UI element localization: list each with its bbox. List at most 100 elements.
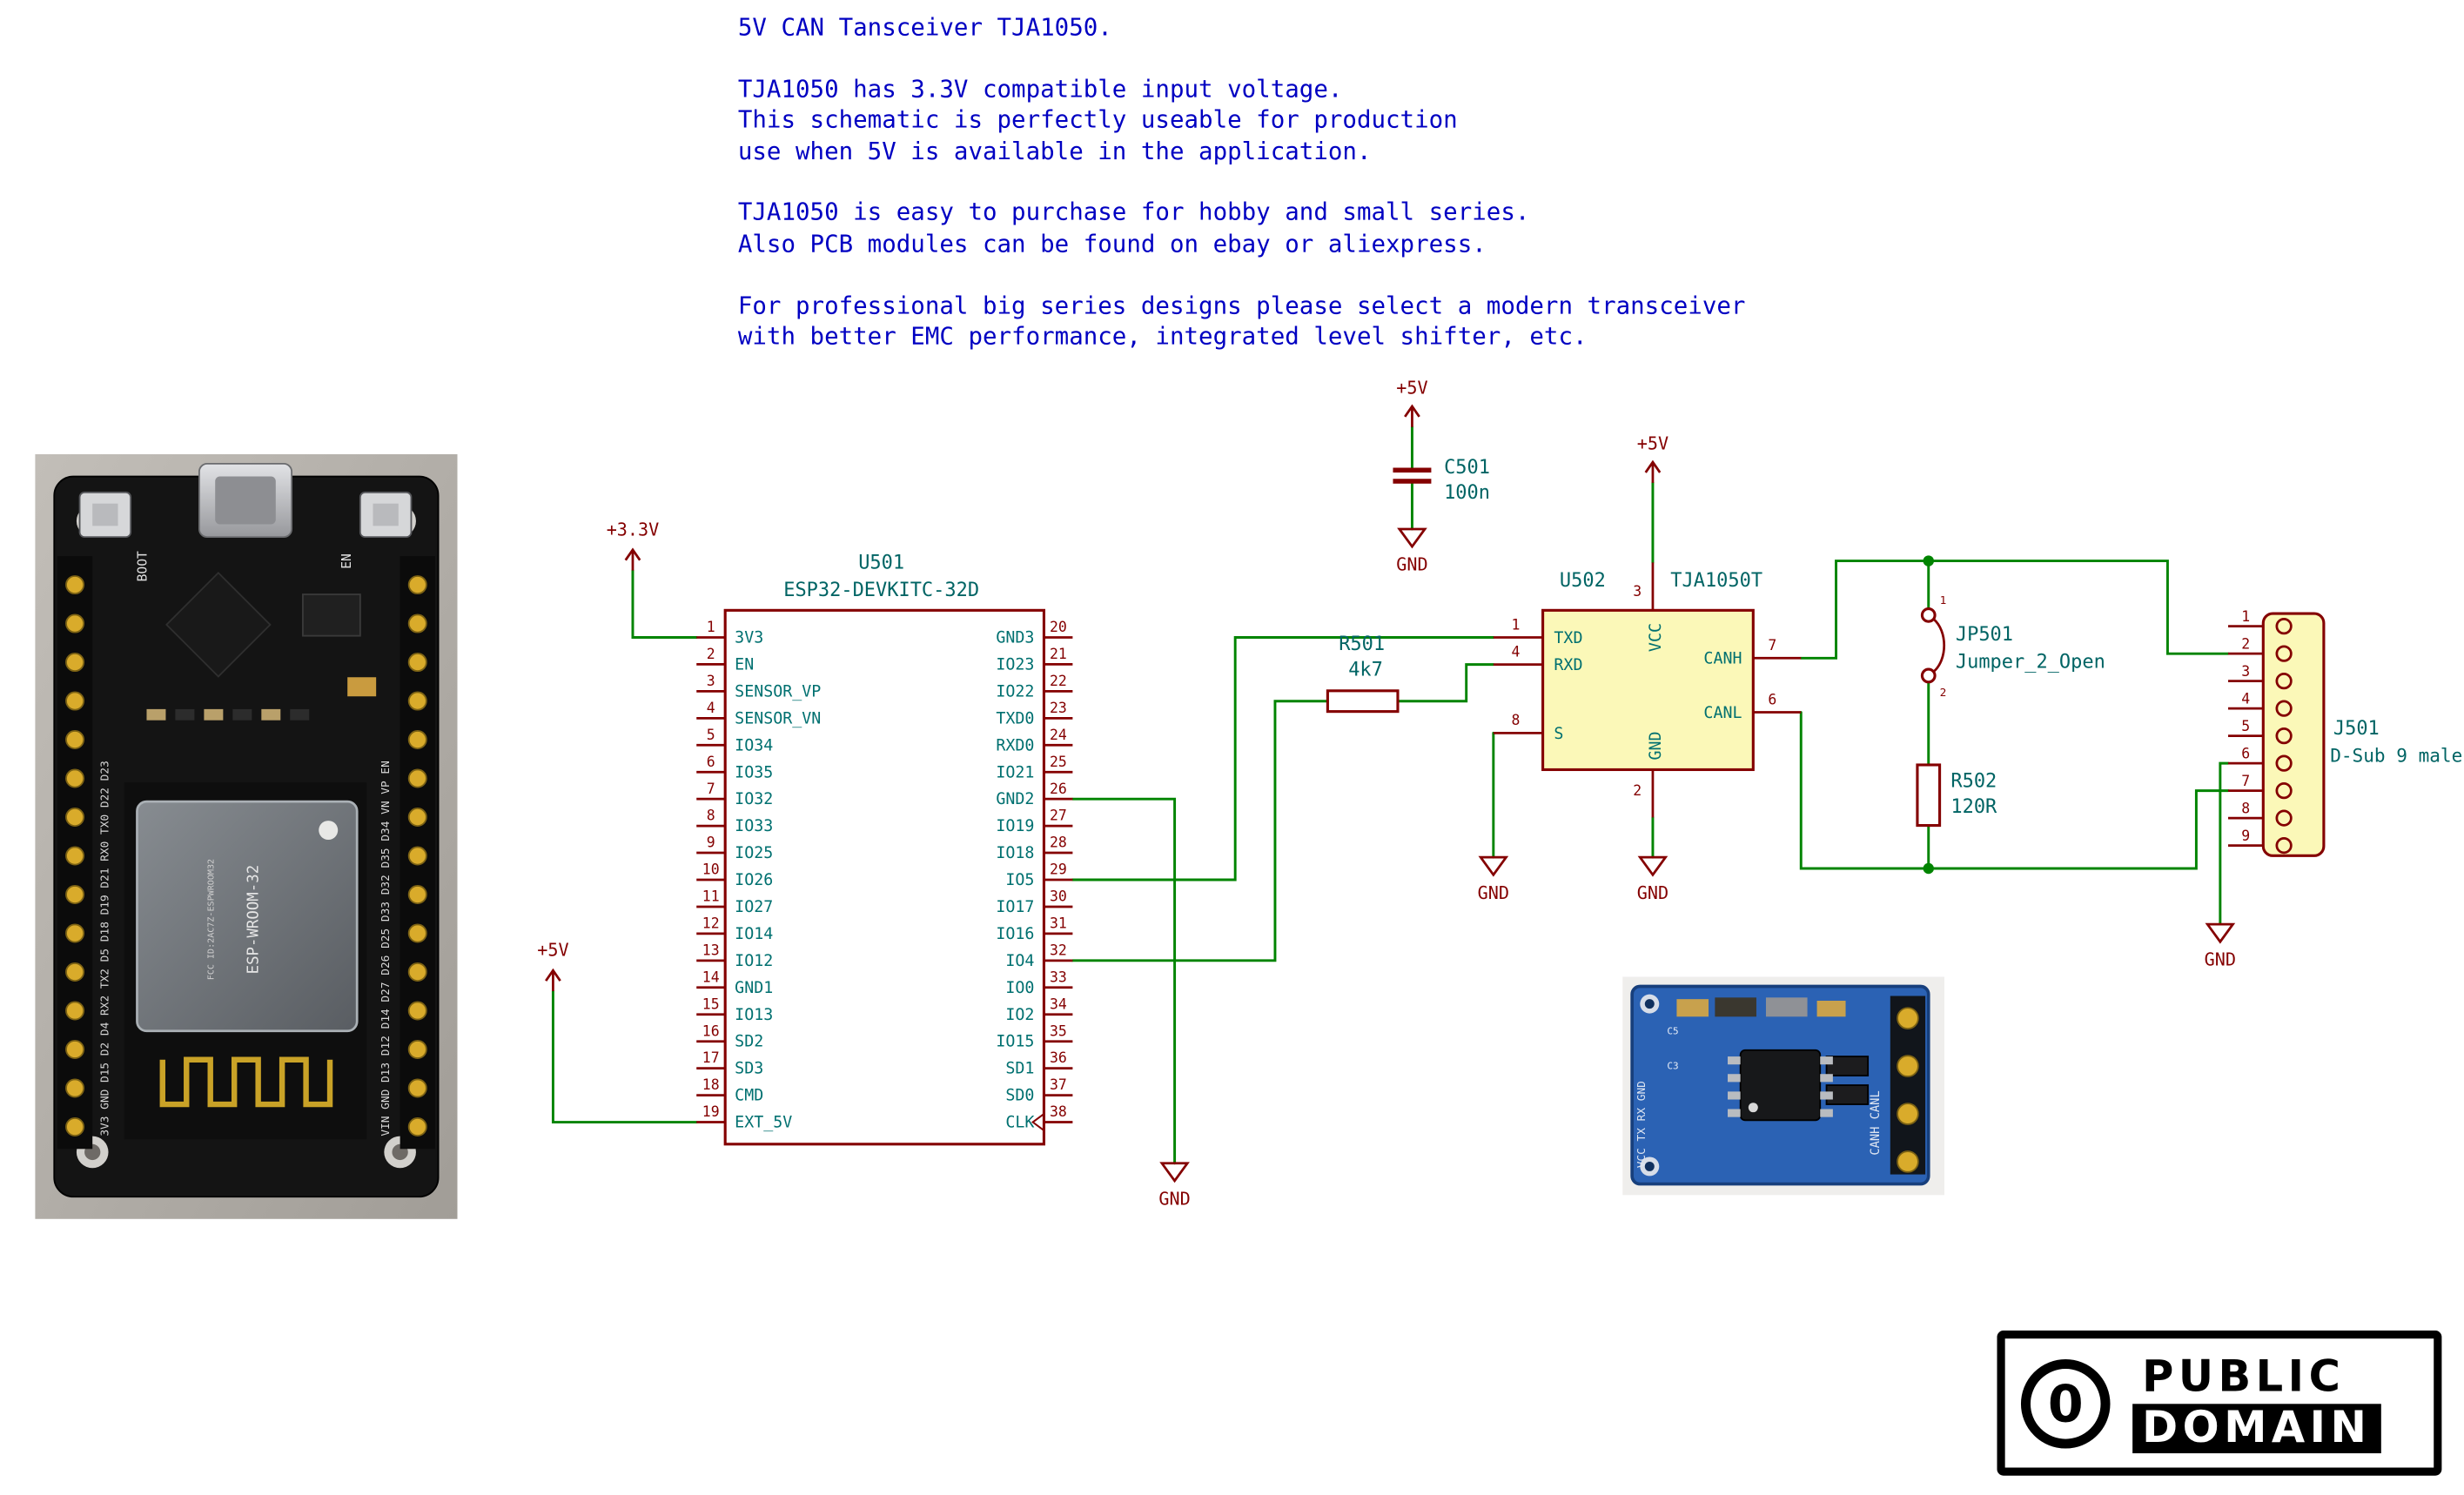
tja1050-module-photo: C5 C3 VCC TX RX GND CANH CANL bbox=[1622, 976, 1945, 1196]
pin-name: IO18 bbox=[996, 844, 1034, 862]
wire bbox=[551, 989, 698, 1123]
smd-part bbox=[204, 708, 224, 721]
note-line: This schematic is perfectly useable for … bbox=[737, 105, 1458, 135]
pin-pad bbox=[2275, 645, 2293, 662]
pin-number: 3 bbox=[707, 673, 715, 689]
header-pin bbox=[407, 923, 427, 943]
header-pin bbox=[65, 1078, 85, 1098]
header-pin bbox=[407, 613, 427, 634]
pin-number: 1 bbox=[707, 619, 715, 635]
header-pin bbox=[407, 1078, 427, 1098]
power-label: +3.3V bbox=[607, 519, 660, 540]
header-pins bbox=[65, 575, 427, 1137]
pin-name: IO34 bbox=[735, 736, 773, 754]
pin-name: SD2 bbox=[735, 1033, 763, 1051]
pin-name: IO17 bbox=[996, 898, 1034, 916]
pin-name: SENSOR_VP bbox=[735, 682, 821, 701]
u501-symbol: U501 ESP32-DEVKITC-32D 13V32EN3SENSOR_VP… bbox=[696, 553, 1073, 1146]
pin-number: 7 bbox=[2241, 773, 2250, 789]
header-pin bbox=[407, 962, 427, 982]
gnd-label: GND bbox=[2205, 949, 2236, 970]
header-pin bbox=[407, 691, 427, 711]
chip-pin bbox=[1820, 1109, 1833, 1117]
pin-name: CMD bbox=[735, 1087, 763, 1105]
pin-number: 1 bbox=[1940, 594, 1947, 607]
chip-pin bbox=[1820, 1074, 1833, 1083]
u502-body bbox=[1541, 608, 1755, 772]
pin-number: 5 bbox=[2241, 718, 2250, 734]
j501-ref: J501 bbox=[2333, 718, 2380, 740]
header-pin bbox=[407, 1117, 427, 1137]
pin-name: IO35 bbox=[735, 763, 773, 781]
pin-number: 17 bbox=[702, 1049, 720, 1066]
pin-number: 7 bbox=[707, 781, 715, 797]
gnd-label: GND bbox=[1396, 554, 1427, 575]
smd-resistor bbox=[1825, 1056, 1870, 1076]
power-label: +5V bbox=[1396, 377, 1427, 398]
pin-name: IO5 bbox=[1005, 871, 1034, 889]
pin-name: IO23 bbox=[996, 655, 1034, 674]
note-line: TJA1050 has 3.3V compatible input voltag… bbox=[737, 74, 1343, 104]
pin-number: 2 bbox=[1633, 782, 1642, 799]
junction-dot bbox=[1923, 555, 1934, 566]
pin-name: EXT_5V bbox=[735, 1114, 792, 1132]
left-silk-labels: 3V3 GND D15 D2 D4 RX2 TX2 D5 D18 D19 D21… bbox=[99, 761, 112, 1136]
chip-pin bbox=[1820, 1091, 1833, 1100]
pin-pad bbox=[2275, 837, 2293, 855]
pin-number: 18 bbox=[702, 1076, 720, 1093]
pin-name: CANL bbox=[1703, 704, 1742, 722]
wire bbox=[1071, 636, 1495, 882]
pin-name: IO27 bbox=[735, 898, 773, 916]
tja1050-chip bbox=[1739, 1049, 1822, 1122]
header-pin bbox=[65, 923, 85, 943]
pin-name: IO33 bbox=[735, 817, 773, 835]
header-pin bbox=[407, 1040, 427, 1060]
pin-number: 3 bbox=[2241, 663, 2250, 680]
smd-part bbox=[1715, 997, 1756, 1017]
en-silk-label: EN bbox=[339, 553, 354, 569]
pin-pad bbox=[2275, 727, 2293, 745]
header-pin bbox=[1897, 1103, 1919, 1125]
pin-name: CANH bbox=[1703, 650, 1742, 668]
pin-name: SD3 bbox=[735, 1060, 763, 1078]
pin-number: 30 bbox=[1050, 888, 1067, 905]
pin-number: 32 bbox=[1050, 942, 1067, 958]
header-pin bbox=[407, 730, 427, 750]
pin-number: 36 bbox=[1050, 1049, 1067, 1066]
pin-number: 29 bbox=[1050, 861, 1067, 878]
header-pin bbox=[65, 1001, 85, 1021]
pin-number: 6 bbox=[2241, 746, 2250, 762]
pin-number: 25 bbox=[1050, 754, 1067, 770]
gnd-label: GND bbox=[1637, 882, 1668, 903]
header-pin bbox=[407, 575, 427, 595]
pin-number: 27 bbox=[1050, 808, 1067, 824]
pin-name: GND3 bbox=[996, 629, 1034, 647]
header-pin bbox=[407, 846, 427, 866]
module-silk-text: ESP-WROOM-32 bbox=[245, 865, 263, 975]
pin-number: 1 bbox=[2241, 608, 2250, 625]
gnd-symbol-u502: GND bbox=[1637, 855, 1668, 903]
wire bbox=[1071, 797, 1177, 1165]
pin-number: 21 bbox=[1050, 646, 1067, 662]
pin-number: 6 bbox=[707, 754, 715, 770]
r501-symbol: R501 4k7 bbox=[1326, 634, 1400, 714]
pin-number: 22 bbox=[1050, 673, 1067, 689]
silk-ref: C5 bbox=[1667, 1025, 1678, 1036]
pin-number: 38 bbox=[1050, 1103, 1067, 1120]
en-button-cap bbox=[373, 503, 399, 526]
pin-name: IO19 bbox=[996, 817, 1034, 835]
right-silk-labels: CANH CANL bbox=[1869, 1090, 1883, 1155]
pin-name: IO26 bbox=[735, 871, 773, 889]
pin-number: 4 bbox=[707, 700, 715, 716]
chip-pin bbox=[1728, 1091, 1741, 1100]
notes-block: 5V CAN Tansceiver TJA1050. TJA1050 has 3… bbox=[738, 13, 1746, 353]
c501-value: 100n bbox=[1444, 482, 1490, 504]
gnd-symbol-c501: GND bbox=[1396, 527, 1428, 575]
smd-part bbox=[175, 708, 195, 721]
jp501-ref: JP501 bbox=[1956, 624, 2013, 646]
note-line: TJA1050 is easy to purchase for hobby an… bbox=[737, 198, 1530, 227]
pin-number: 20 bbox=[1050, 619, 1067, 635]
pin-name: GND bbox=[1647, 731, 1665, 760]
